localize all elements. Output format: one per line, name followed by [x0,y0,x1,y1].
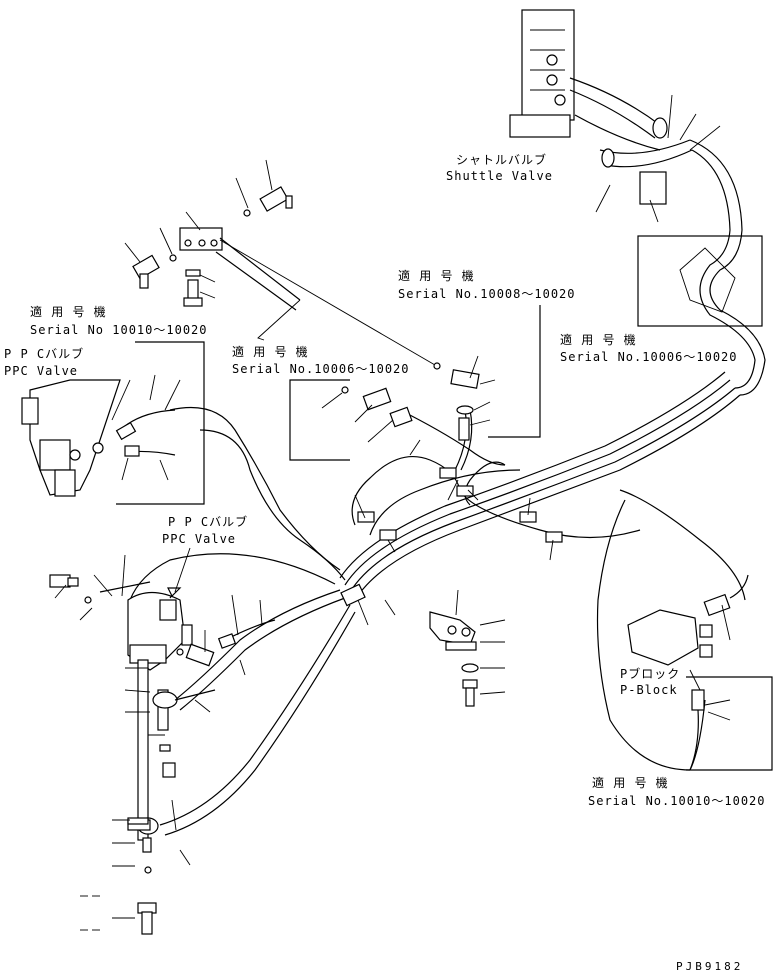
serial-range-5: Serial No.10010～10020 [588,794,766,808]
ppc-valve-label-en-1: PPC Valve [4,364,78,378]
serial-header-3: 適 用 号 機 [560,332,637,347]
shuttle-valve-label-jp: シャトルバルブ [456,152,547,167]
control-valve-assembly [509,9,575,138]
hose-bundle [129,371,746,836]
linkage [127,659,216,935]
serial-range-1: Serial No.10008～10020 [398,287,576,301]
serial-header-5: 適 用 号 機 [592,775,669,790]
drawing-id: PJB9182 [676,960,743,973]
ppc-valve-label-jp-2: P P Cバルブ [168,514,248,529]
serial-range-3: Serial No.10006～10020 [560,350,738,364]
p-block [627,574,749,666]
clamp-bracket [429,611,479,707]
ppc-valve-2 [127,591,193,671]
serial-header-2: 適 用 号 機 [30,304,107,319]
p-block-label-jp: Pブロック [620,666,680,681]
fitting-block [132,186,301,311]
p-block-label-en: P-Block [620,683,678,697]
serial-header-1: 適 用 号 機 [398,268,475,283]
ppc-valve-label-en-2: PPC Valve [162,532,236,546]
serial-range-2: Serial No 10010～10020 [30,323,208,337]
serial-header-4: 適 用 号 機 [232,344,309,359]
ppc-valve-1 [21,379,121,497]
shuttle-valve-label-en: Shuttle Valve [446,169,553,183]
shuttle-valve [569,77,693,205]
ppc-valve-label-jp-1: P P Cバルブ [4,346,84,361]
serial-range-4: Serial No.10006～10020 [232,362,410,376]
